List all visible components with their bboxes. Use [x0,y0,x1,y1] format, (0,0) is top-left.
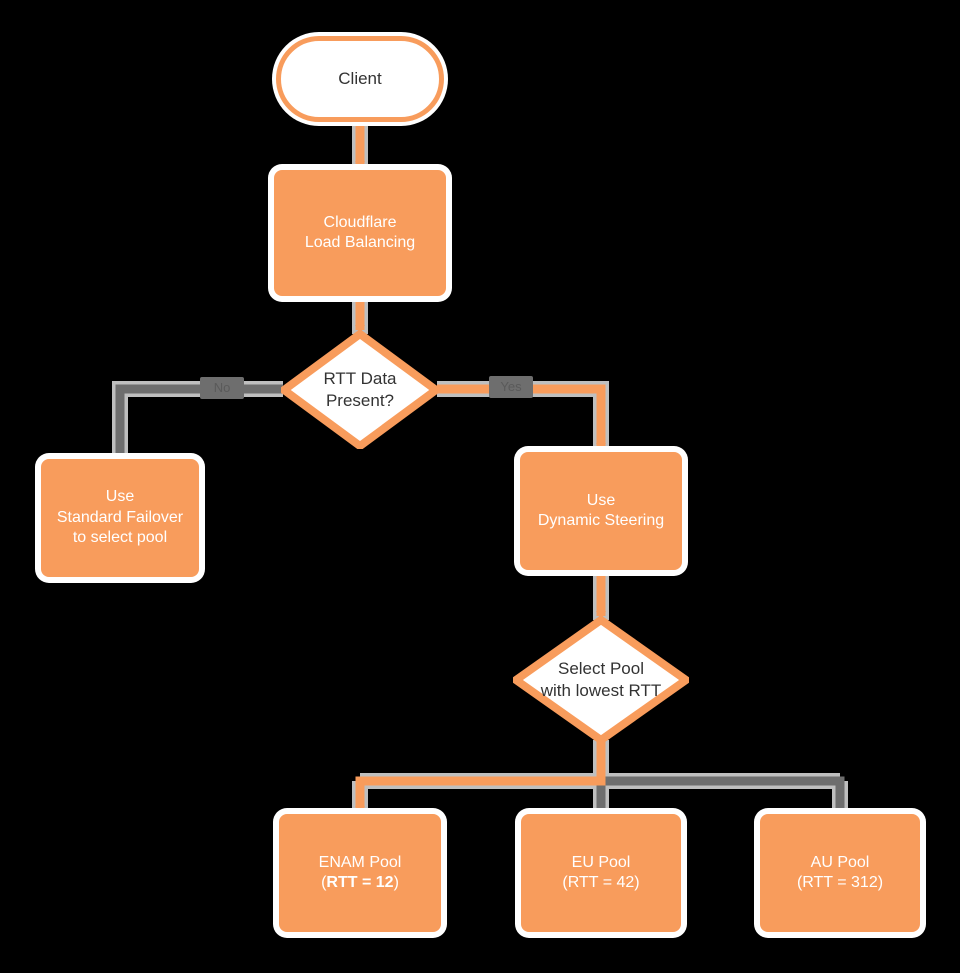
edge-halo [112,381,283,460]
node-standard-failover-line2: Standard Failover [56,508,184,526]
node-au-pool-line1: AU Pool [810,853,870,871]
diamond-shape [281,331,439,449]
paren-open: ( [321,874,327,891]
edge-label-rtt-yes: Yes [489,376,533,398]
node-au-pool-line2: (RTT = 312) [796,874,884,891]
node-enam-pool[interactable]: ENAM Pool (RTT = 12) [279,814,441,932]
node-dynamic-steering-line1: Use [586,491,616,509]
edge-label-rtt-no: No [200,377,244,399]
node-load-balancing[interactable]: Cloudflare Load Balancing [274,170,446,296]
node-enam-pool-rtt: RTT = 12 [326,874,394,891]
node-select-pool[interactable]: Select Pool with lowest RTT [513,617,689,743]
node-client[interactable]: Client [276,36,444,122]
edge-select-au [601,776,845,816]
paren-close: ) [393,874,399,891]
node-load-balancing-line1: Cloudflare [323,213,397,231]
edge-rtt-no [115,384,283,463]
node-standard-failover[interactable]: Use Standard Failover to select pool [41,459,199,577]
node-eu-pool-line1: EU Pool [571,853,631,871]
node-enam-pool-line2: (RTT = 12) [319,873,402,893]
node-rtt-decision[interactable]: RTT Data Present? [281,331,439,449]
node-dynamic-steering-line2: Dynamic Steering [537,512,665,529]
node-enam-pool-line1: ENAM Pool [318,853,402,871]
node-standard-failover-line1: Use [105,488,135,506]
edge-halo [437,381,609,452]
diamond-shape [513,617,689,743]
node-eu-pool-line2: (RTT = 42) [562,874,640,891]
node-standard-failover-line3: to select pool [72,529,168,547]
node-eu-pool[interactable]: EU Pool (RTT = 42) [521,814,681,932]
node-au-pool[interactable]: AU Pool (RTT = 312) [760,814,920,932]
node-load-balancing-line2: Load Balancing [304,234,416,251]
node-dynamic-steering[interactable]: Use Dynamic Steering [520,452,682,570]
edge-select-enam [355,740,606,816]
node-client-label: Client [338,69,382,89]
